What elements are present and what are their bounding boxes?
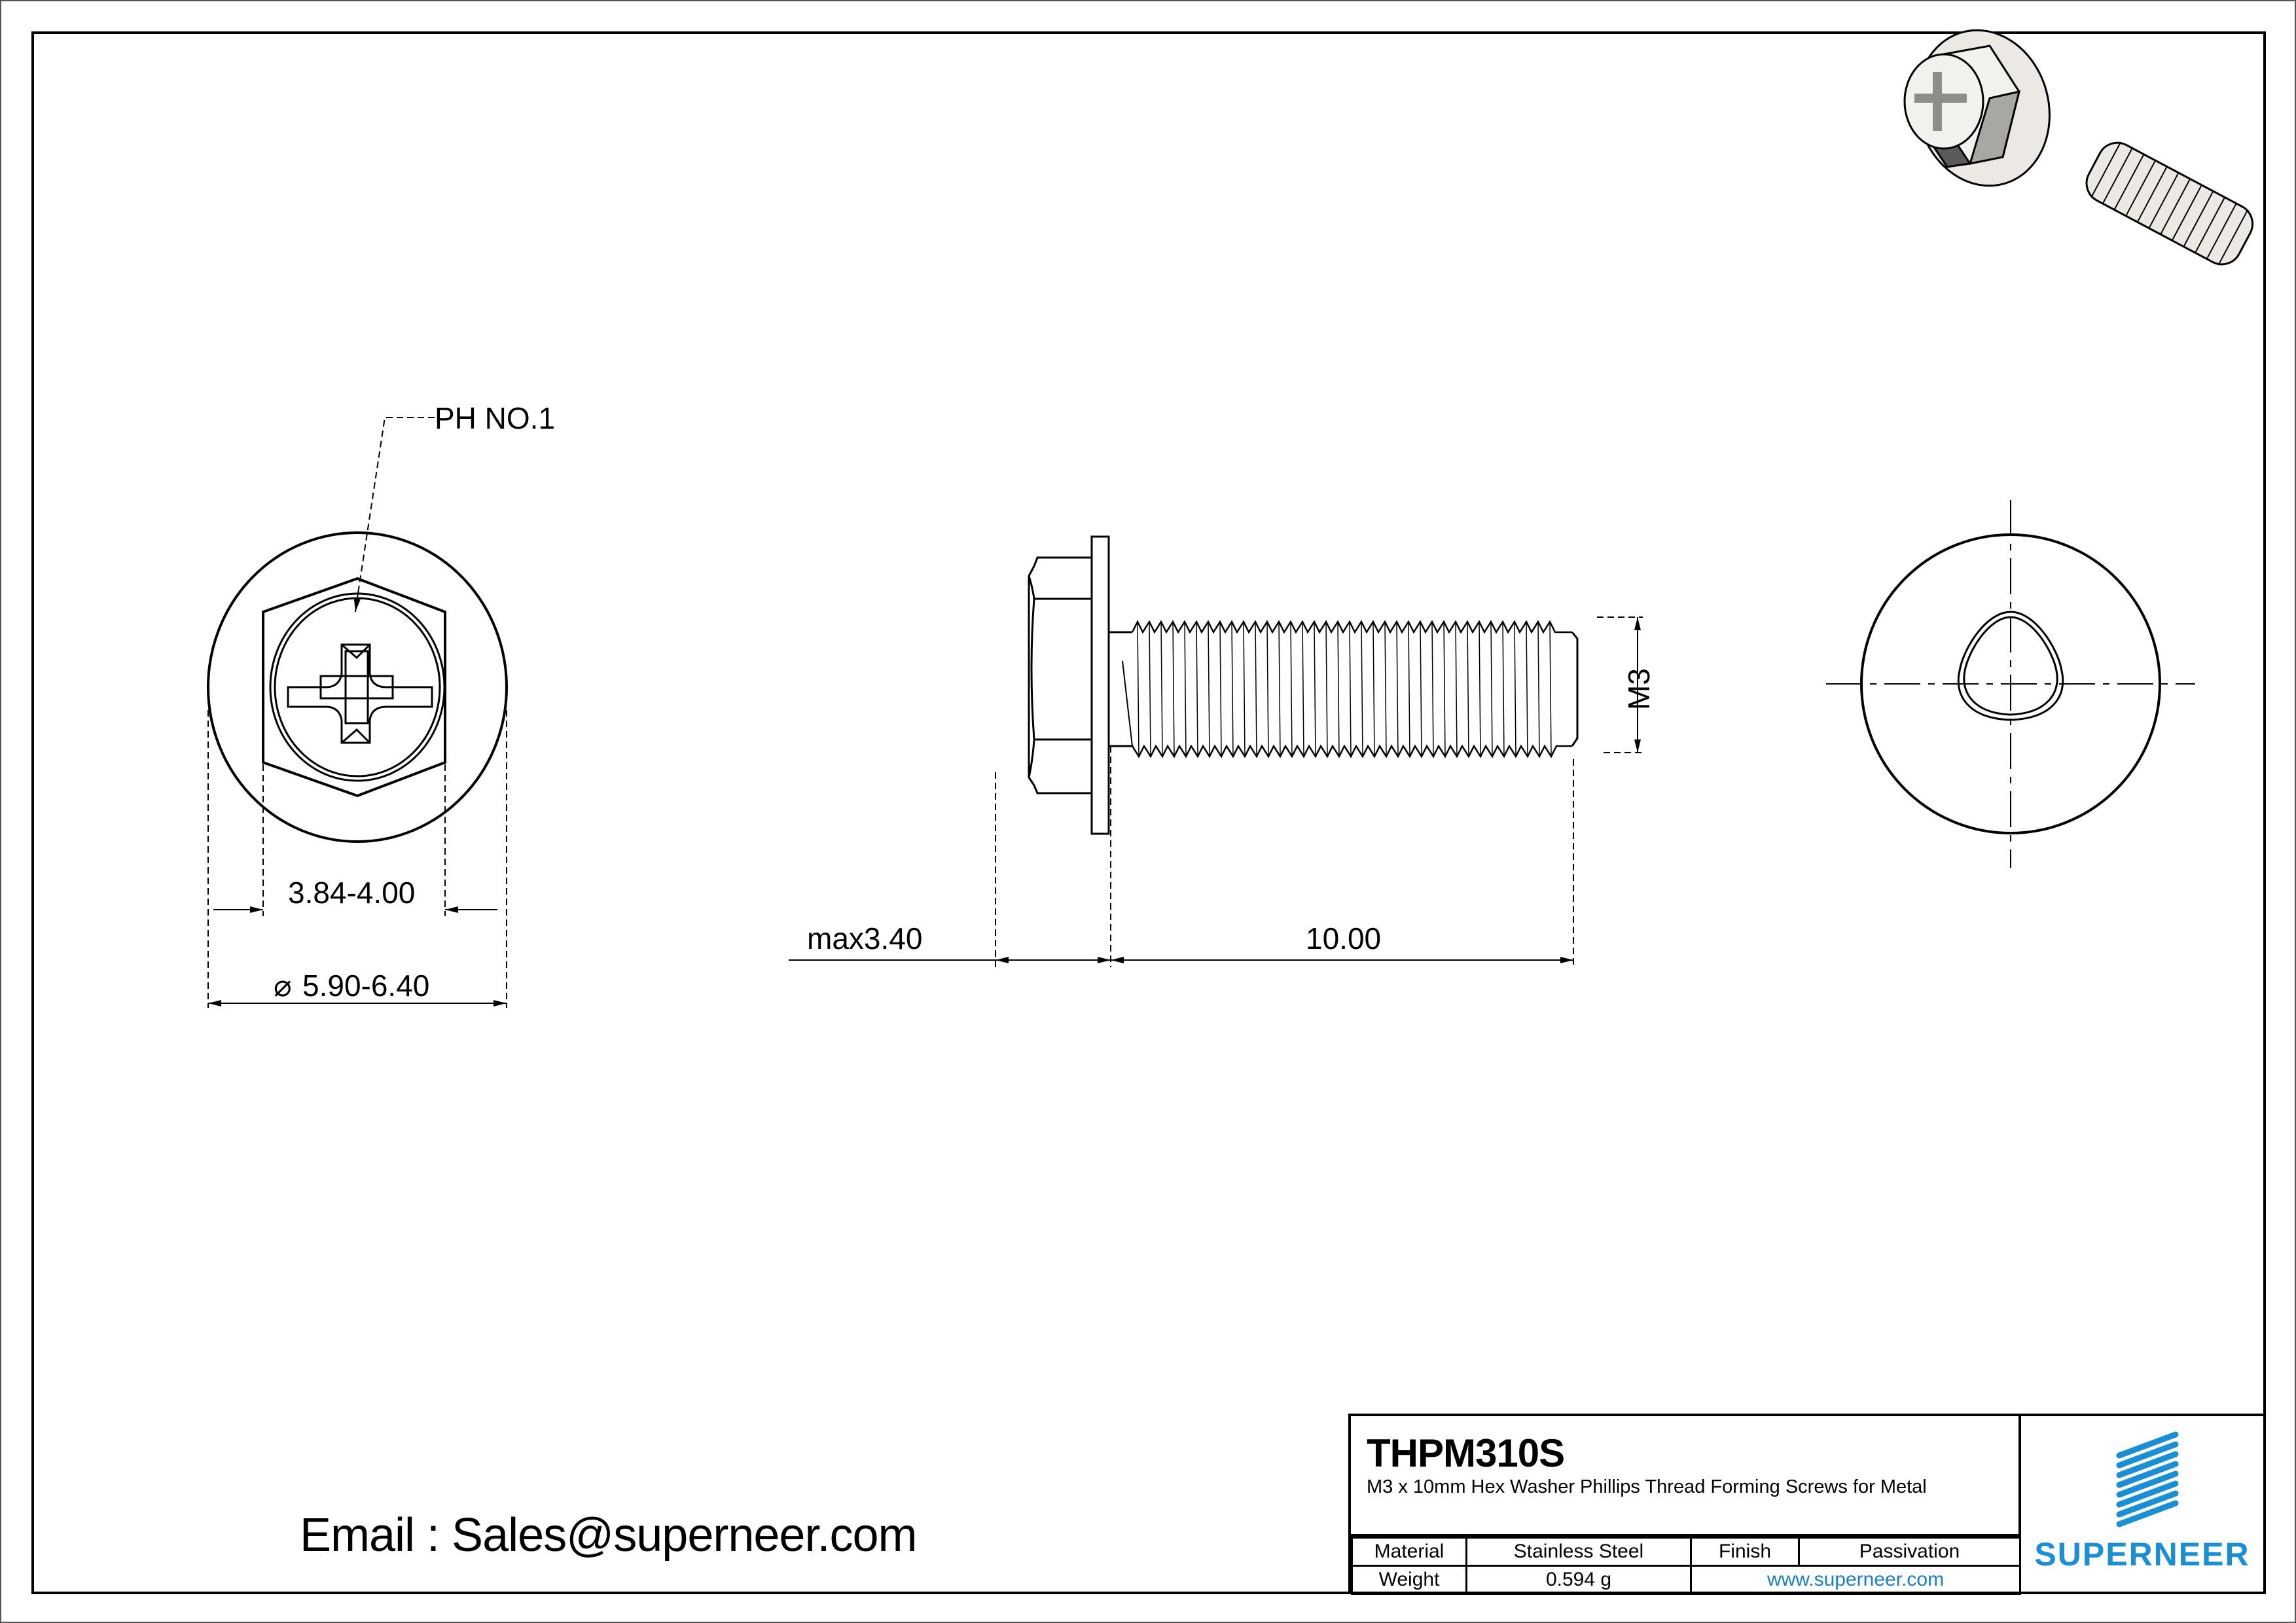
length-dimension: 10.00	[1306, 921, 1381, 955]
material-label: Material	[1351, 1537, 1467, 1567]
properties-table: Material Stainless Steel Finish Passivat…	[1351, 1537, 2021, 1595]
washer-diameter-dimension: 5.90-6.40	[302, 969, 429, 1003]
contact-email: Email : Sales@superneer.com	[300, 1509, 918, 1561]
phillips-size-callout: PH NO.1	[435, 401, 555, 435]
hex-width-dimension: 3.84-4.00	[288, 876, 415, 910]
brand-name: SUPERNEER	[2034, 1536, 2250, 1573]
sheet-inner-frame	[31, 31, 2266, 1594]
part-number: THPM310S	[1367, 1431, 1565, 1475]
brand-logo: SUPERNEER	[2021, 1416, 2263, 1592]
table-row: Material Stainless Steel Finish Passivat…	[1351, 1537, 2021, 1567]
part-description: M3 x 10mm Hex Washer Phillips Thread For…	[1367, 1476, 1927, 1497]
table-row: Weight 0.594 g www.superneer.com	[1351, 1565, 2021, 1595]
weight-label: Weight	[1351, 1565, 1467, 1595]
screw-3d-render	[1903, 29, 2254, 266]
website-link[interactable]: www.superneer.com	[1690, 1565, 2021, 1595]
finish-value: Passivation	[1798, 1537, 2021, 1567]
thread-profile	[1122, 620, 1572, 758]
head-height-dimension: max3.40	[807, 921, 922, 955]
end-view	[1826, 500, 2195, 868]
side-view	[789, 535, 1643, 967]
front-view	[207, 417, 508, 1008]
diameter-symbol: ⌀	[274, 969, 292, 1003]
title-block-main: THPM310S M3 x 10mm Hex Washer Phillips T…	[1351, 1416, 2021, 1537]
material-value: Stainless Steel	[1465, 1537, 1692, 1567]
thread-size-dimension: M3	[1622, 668, 1656, 710]
finish-label: Finish	[1690, 1537, 1800, 1567]
phillips-recess-icon	[287, 643, 433, 744]
title-block: THPM310S M3 x 10mm Hex Washer Phillips T…	[1348, 1414, 2263, 1595]
weight-value: 0.594 g	[1465, 1565, 1692, 1595]
brand-stripes-icon	[2116, 1431, 2179, 1527]
